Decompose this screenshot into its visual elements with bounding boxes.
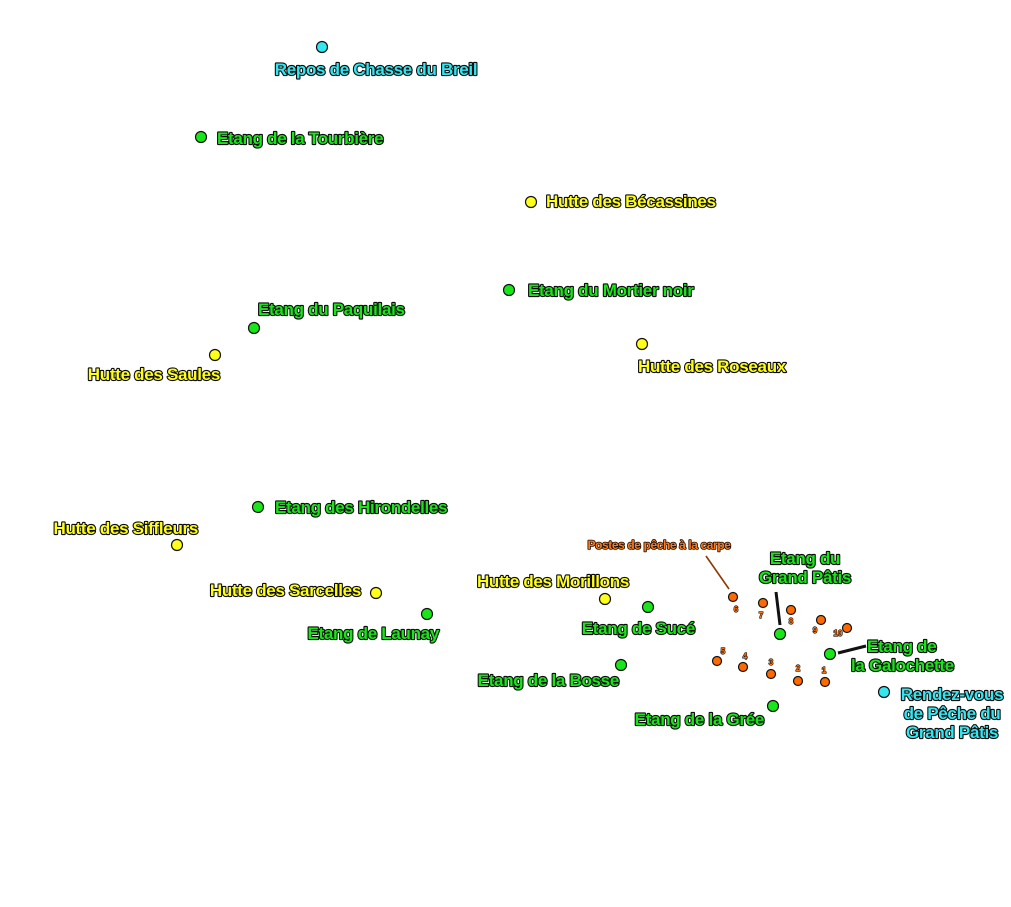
hutte-des-saules-marker[interactable] [208,348,222,362]
hutte-des-becassines-label: Hutte des Bécassines [546,192,716,211]
hutte-des-becassines-marker[interactable] [524,195,538,209]
etang-de-la-galochette-leader-line [837,644,867,655]
etang-des-hirondelles-label: Etang des Hirondelles [275,498,447,517]
carp-posts-pointer-line [705,555,730,590]
etang-de-la-gree-label: Etang de la Grée [635,710,764,729]
carp-post-4-number: 4 [743,652,748,661]
hutte-des-morillons-label: Hutte des Morillons [477,572,629,591]
etang-de-launay-marker[interactable] [420,607,434,621]
repos-de-chasse-du-breil-label: Repos de Chasse du Breil [275,60,478,79]
carp-post-6-number: 6 [734,605,739,614]
etang-du-mortier-noir-marker[interactable] [502,283,516,297]
carp-posts-label: Postes de pêche à la carpe [587,538,731,552]
etang-de-la-tourbiere-label: Etang de la Tourbière [217,129,383,148]
carp-post-7-number: 7 [759,611,764,620]
hutte-des-roseaux-label: Hutte des Roseaux [638,357,787,376]
etang-de-suce-marker[interactable] [641,600,655,614]
carp-post-5-number: 5 [721,647,726,656]
etang-de-la-gree-marker[interactable] [766,699,780,713]
carp-post-4-marker[interactable] [737,661,749,673]
hutte-des-siffleurs-label: Hutte des Siffleurs [54,519,199,538]
carp-post-8-marker[interactable] [785,604,797,616]
etang-des-hirondelles-marker[interactable] [251,500,265,514]
carp-post-3-number: 3 [769,658,774,667]
carp-post-9-marker[interactable] [815,614,827,626]
etang-du-mortier-noir-label: Etang du Mortier noir [528,281,694,300]
hutte-des-siffleurs-marker[interactable] [170,538,184,552]
rendez-vous-de-peche-du-grand-patis-marker[interactable] [877,685,891,699]
carp-post-3-marker[interactable] [765,668,777,680]
etang-du-paquilais-label: Etang du Paquilais [258,300,405,319]
etang-de-launay-label: Etang de Launay [307,624,439,643]
carp-post-2-marker[interactable] [792,675,804,687]
carp-post-10-number: 10 [834,629,843,638]
carp-post-1-marker[interactable] [819,676,831,688]
carp-post-8-number: 8 [789,617,794,626]
carp-post-6-marker[interactable] [727,591,739,603]
etang-du-paquilais-marker[interactable] [247,321,261,335]
etang-du-grand-patis-leader-line [774,591,782,626]
repos-de-chasse-du-breil-marker[interactable] [315,40,329,54]
etang-de-la-tourbiere-marker[interactable] [194,130,208,144]
hutte-des-roseaux-marker[interactable] [635,337,649,351]
hutte-des-sarcelles-marker[interactable] [369,586,383,600]
hutte-des-morillons-marker[interactable] [598,592,612,606]
carp-post-10-marker[interactable] [841,622,853,634]
carp-post-9-number: 9 [813,626,818,635]
carp-post-5-marker[interactable] [711,655,723,667]
carp-post-2-number: 2 [796,664,801,673]
etang-de-la-bosse-marker[interactable] [614,658,628,672]
hutte-des-sarcelles-label: Hutte des Sarcelles [210,581,361,600]
etang-du-grand-patis-marker[interactable] [773,627,787,641]
carp-post-7-marker[interactable] [757,597,769,609]
etang-de-la-galochette-marker[interactable] [823,647,837,661]
etang-de-suce-label: Etang de Sucé [582,619,695,638]
hutte-des-saules-label: Hutte des Saules [88,365,220,384]
etang-de-la-bosse-label: Etang de la Bosse [478,671,619,690]
carp-post-1-number: 1 [822,666,827,675]
